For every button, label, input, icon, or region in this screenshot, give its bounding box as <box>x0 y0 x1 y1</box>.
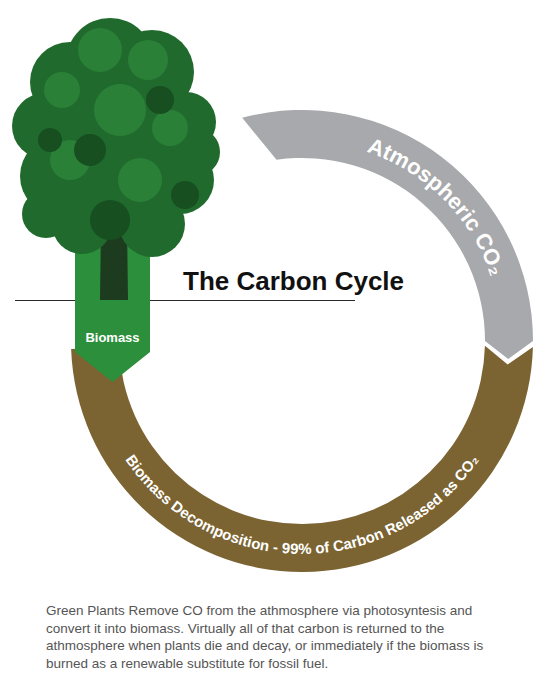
node-label: Biomass <box>75 330 150 346</box>
arc-arrow <box>71 346 533 572</box>
tree-canopy <box>12 18 220 257</box>
biomass-arrow-box: Biomass <box>75 300 150 382</box>
arc-label-group: Biomass Decomposition - 99% of Carbon Re… <box>122 451 481 557</box>
diagram-title: The Carbon Cycle <box>183 266 404 296</box>
arc-arrow <box>242 110 533 359</box>
arc-label-group: Atmospheric CO₂ <box>364 133 510 279</box>
title-underline <box>15 300 355 301</box>
arc-label: Biomass Decomposition - 99% of Carbon Re… <box>122 451 481 557</box>
arc-label: Atmospheric CO₂ <box>364 133 510 279</box>
diagram-caption: Green Plants Remove CO from the athmosph… <box>46 602 516 672</box>
